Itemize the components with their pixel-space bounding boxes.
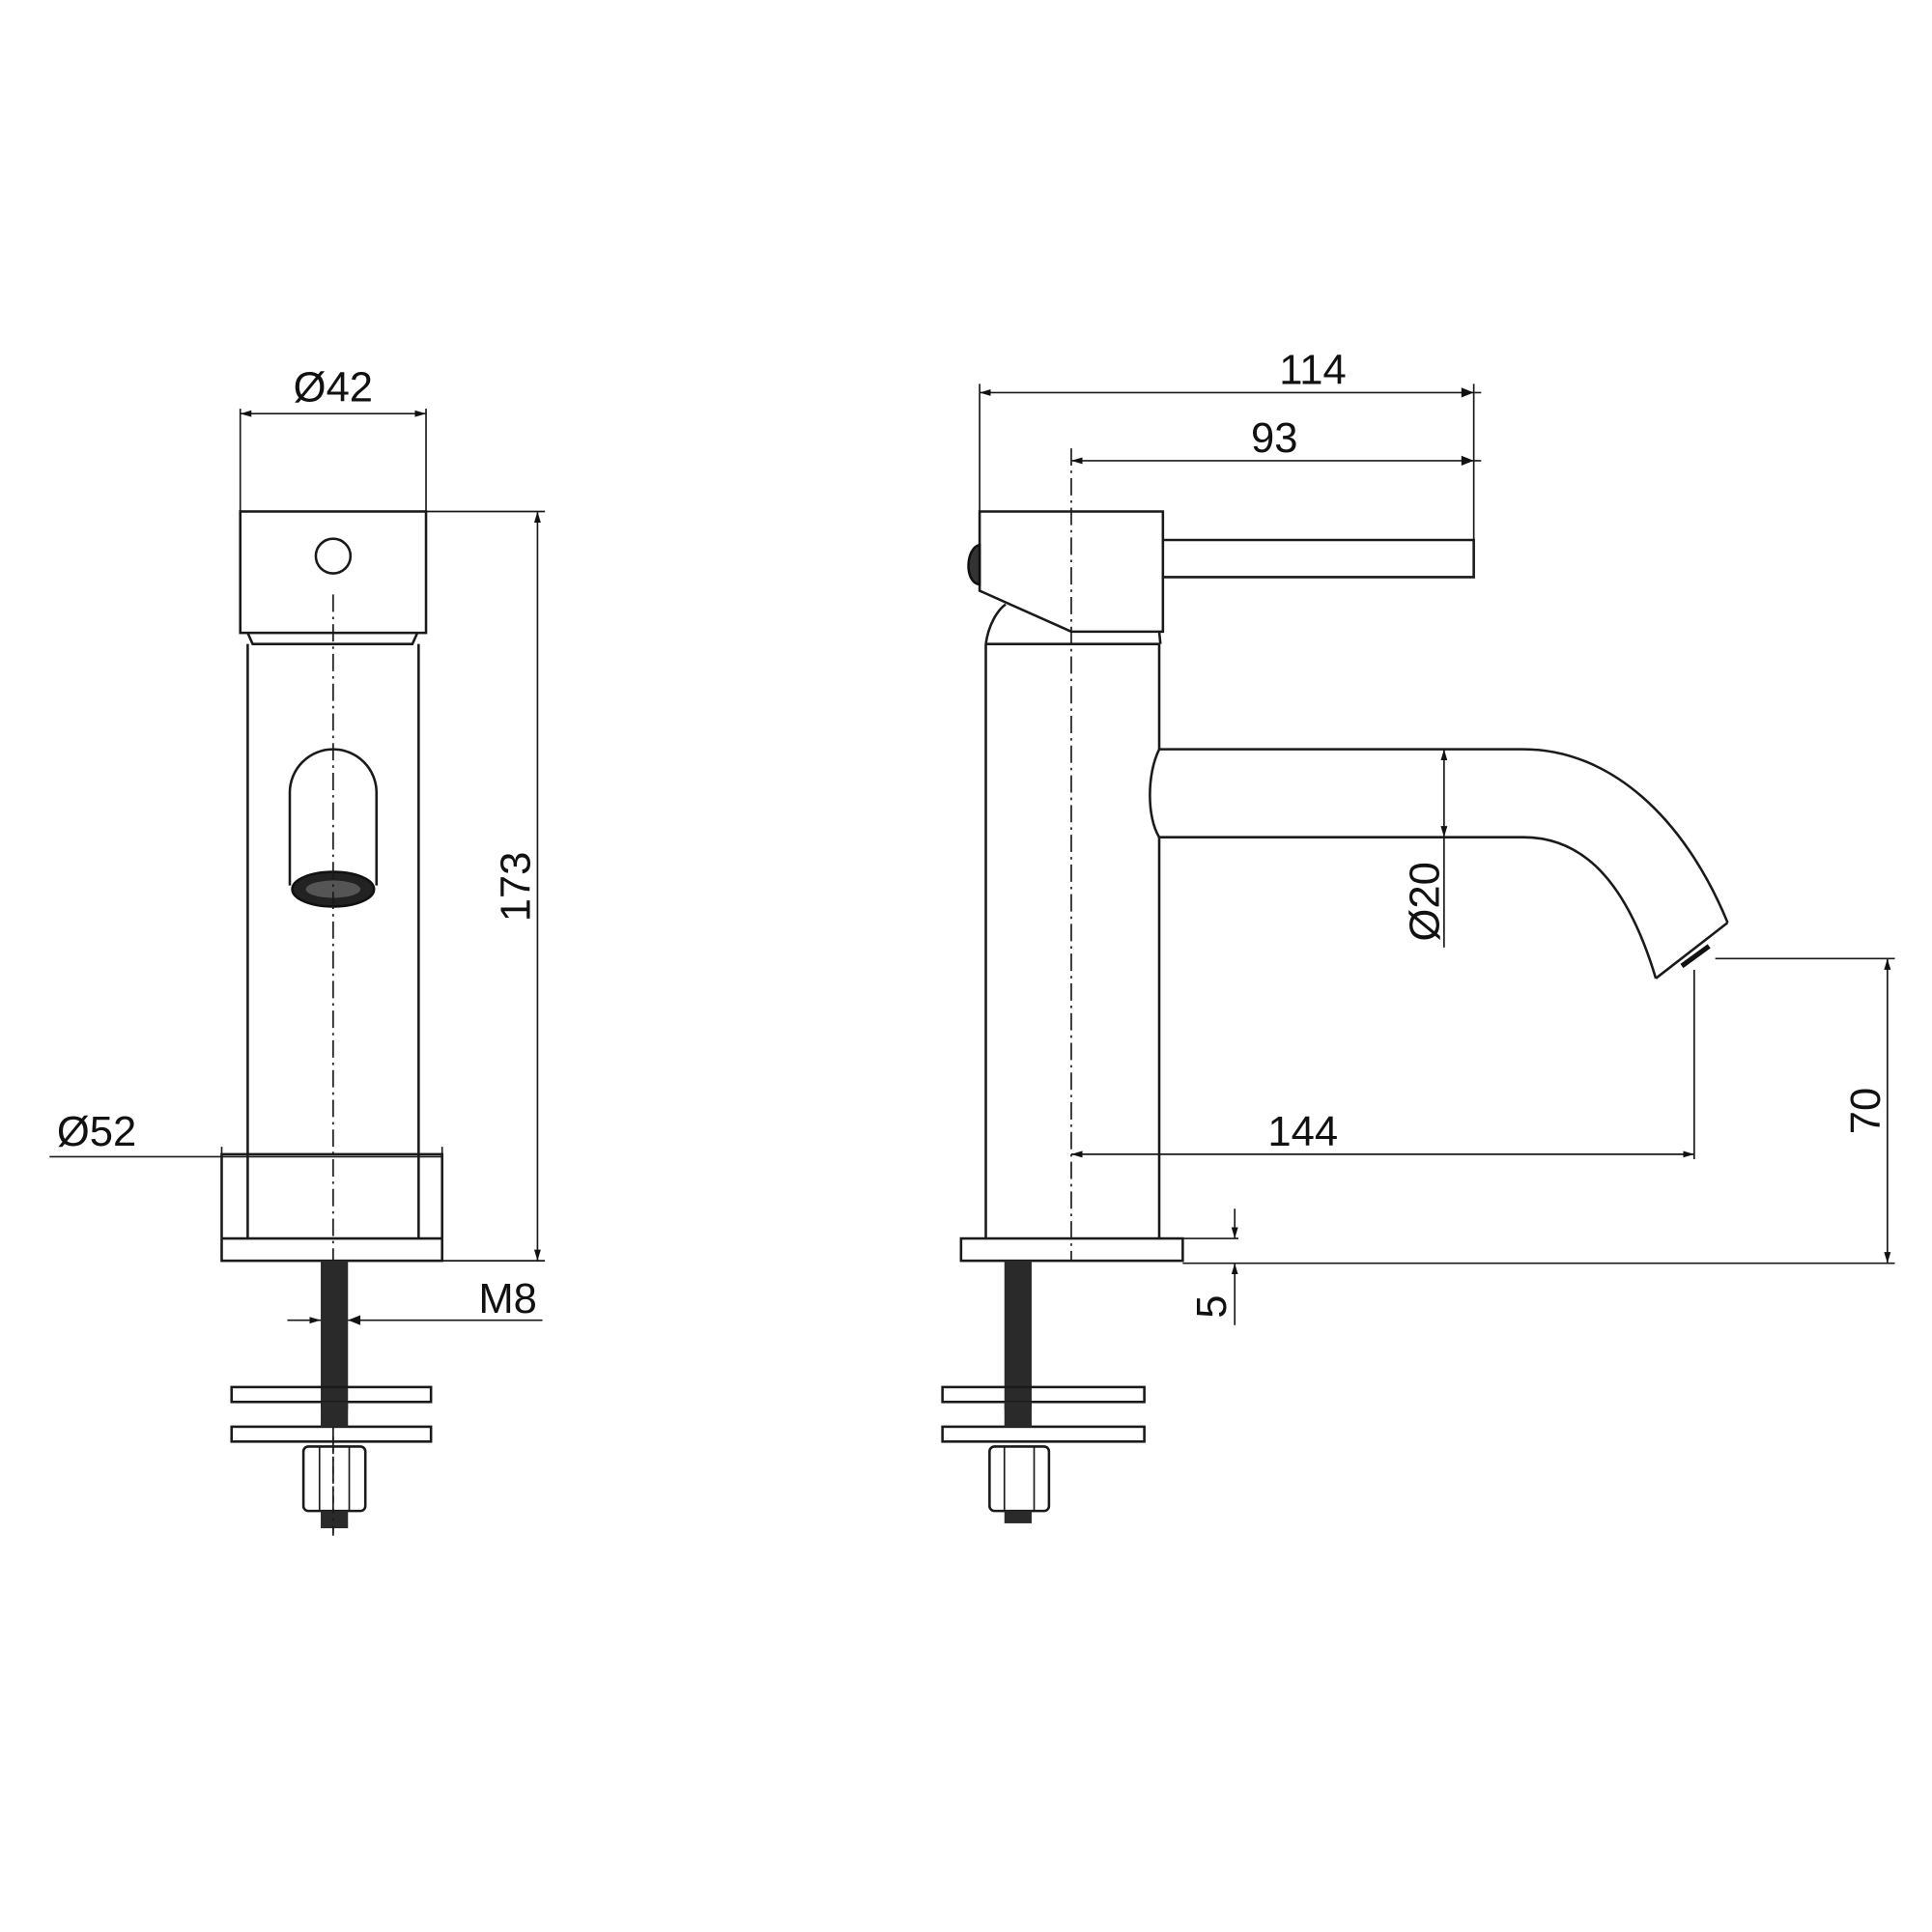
dim-thread: M8 [478,1276,537,1322]
side-view: 114 93 Ø20 144 70 5 [941,347,1895,1523]
spout-upper [1159,748,1729,923]
lever [1162,538,1475,579]
dim-lever-reach: 93 [1251,415,1297,462]
dim-base-diameter: Ø52 [57,1109,136,1155]
dim-spout-diameter: Ø20 [1403,862,1449,941]
dim-spout-reach: 144 [1267,1109,1338,1155]
dim-overall-depth: 114 [1279,347,1346,393]
handle-screw-circle [314,537,353,575]
spout-lower [1159,836,1658,980]
front-view: Ø42 173 Ø52 M8 [49,364,546,1536]
dim-spout-height: 70 [1843,1088,1889,1134]
side-knob [967,543,981,586]
dim-base-thickness: 5 [1189,1294,1236,1318]
dim-overall-height: 173 [494,852,540,923]
dim-top-diameter: Ø42 [294,364,373,411]
collar [246,632,419,645]
